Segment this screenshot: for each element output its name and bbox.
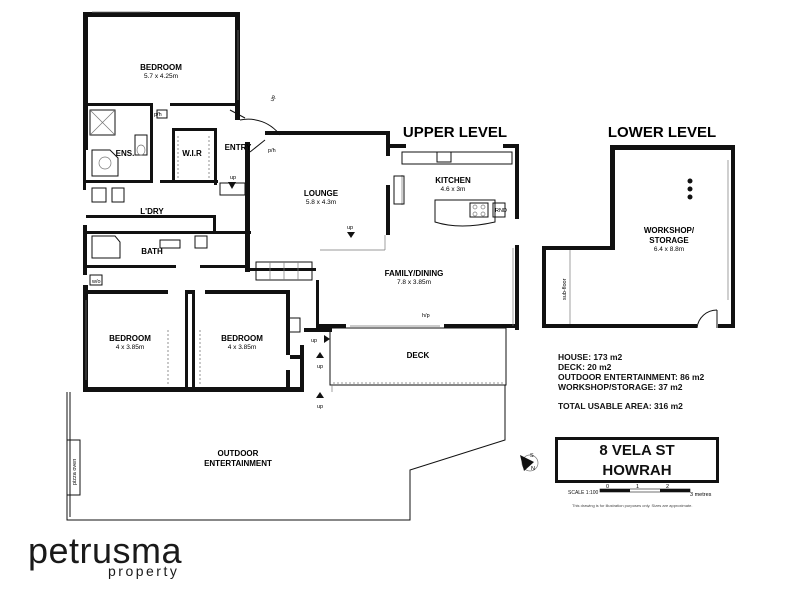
summary-workshop: WORKSHOP/STORAGE: 37 m2 <box>558 382 683 392</box>
pizza-oven-label: pizza oven <box>72 459 78 485</box>
wir-label: W.I.R <box>182 149 202 158</box>
ph-label-entry: p/h <box>268 148 276 154</box>
bedroom-3-dims: 4 x 3.85m <box>228 344 257 351</box>
compass-icon: S N <box>520 453 539 472</box>
upper-level-walls <box>83 12 519 392</box>
deck-label: DECK <box>407 351 430 360</box>
compass-s: S <box>530 453 534 459</box>
bath-label: BATH <box>141 247 163 256</box>
up-label-deck: up <box>311 338 317 344</box>
up-label-outdoor: up <box>317 404 323 410</box>
upper-level-label: UPPER LEVEL <box>403 124 507 141</box>
up-label-lounge: up <box>347 225 353 231</box>
bedroom-2-label: BEDROOM <box>109 334 151 343</box>
lounge-dims: 5.8 x 4.3m <box>306 199 336 206</box>
address-line-2: HOWRAH <box>602 462 672 479</box>
summary-house: HOUSE: 173 m2 <box>558 352 623 362</box>
lower-level-label: LOWER LEVEL <box>608 124 716 141</box>
scale-label: SCALE 1:100 <box>568 490 599 496</box>
ensuite-label: ENS. <box>116 149 135 158</box>
compass-n: N <box>531 466 535 472</box>
summary-outdoor: OUTDOOR ENTERTAINMENT: 86 m2 <box>558 372 705 382</box>
subfloor-label: sub-floor <box>562 278 568 300</box>
room-labels: BEDROOM 5.7 x 4.25m ENS. W.I.R ENTRY LOU… <box>109 63 695 468</box>
outdoor-label-2: ENTERTAINMENT <box>204 459 272 468</box>
up-label-entry: up <box>230 175 236 181</box>
area-summary: HOUSE: 173 m2 DECK: 20 m2 OUTDOOR ENTERT… <box>558 352 704 411</box>
bedroom-3-label: BEDROOM <box>221 334 263 343</box>
laundry-label: L'DRY <box>140 207 164 216</box>
outdoor-areas <box>66 327 507 521</box>
outdoor-label: OUTDOOR <box>218 449 259 458</box>
family-dining-label: FAMILY/DINING <box>385 269 444 278</box>
rnd-label: RND <box>495 208 507 214</box>
hp-label: h/p <box>422 313 430 319</box>
entry-label: ENTRY <box>225 143 252 152</box>
up-label-stair: up <box>317 364 323 370</box>
scale-tick-3: 3 metres <box>690 492 712 498</box>
address-box: 8 VELA ST HOWRAH <box>555 437 719 483</box>
scale-tick-2: 2 <box>666 484 669 490</box>
lounge-label: LOUNGE <box>304 189 339 198</box>
scale-tick-0: 0 <box>606 484 609 490</box>
wo-label: w/o <box>91 279 101 285</box>
address-line-1: 8 VELA ST <box>599 442 675 459</box>
workshop-label: WORKSHOP/ <box>644 226 695 235</box>
master-bedroom-dims: 5.7 x 4.25m <box>144 73 178 80</box>
master-bedroom-label: BEDROOM <box>140 63 182 72</box>
scale-bar: 0 1 2 3 metres <box>599 484 712 498</box>
lower-level-walls <box>542 145 735 329</box>
brand-tagline: property <box>108 563 180 579</box>
ph-label-ensuite: p/h <box>154 112 162 118</box>
upper-level-details <box>85 11 514 385</box>
workshop-label-2: STORAGE <box>649 236 689 245</box>
scale-tick-1: 1 <box>636 484 639 490</box>
family-dining-dims: 7.8 x 3.85m <box>397 279 431 286</box>
summary-total: TOTAL USABLE AREA: 316 m2 <box>558 401 683 411</box>
workshop-dims: 6.4 x 8.8m <box>654 246 684 253</box>
up-arrows <box>228 182 355 398</box>
summary-deck: DECK: 20 m2 <box>558 362 612 372</box>
kitchen-dims: 4.6 x 3m <box>441 186 466 193</box>
up-label-front: up <box>269 94 277 102</box>
brand-logo: petrusma <box>28 530 183 571</box>
annotation-labels: up up up up up up p/h p/h h/p w/o RND su… <box>72 94 568 485</box>
bedroom-2-dims: 4 x 3.85m <box>116 344 145 351</box>
disclaimer-text: This drawing is for illustration purpose… <box>572 503 693 508</box>
kitchen-label: KITCHEN <box>435 176 471 185</box>
level-labels: UPPER LEVEL LOWER LEVEL <box>403 124 716 141</box>
